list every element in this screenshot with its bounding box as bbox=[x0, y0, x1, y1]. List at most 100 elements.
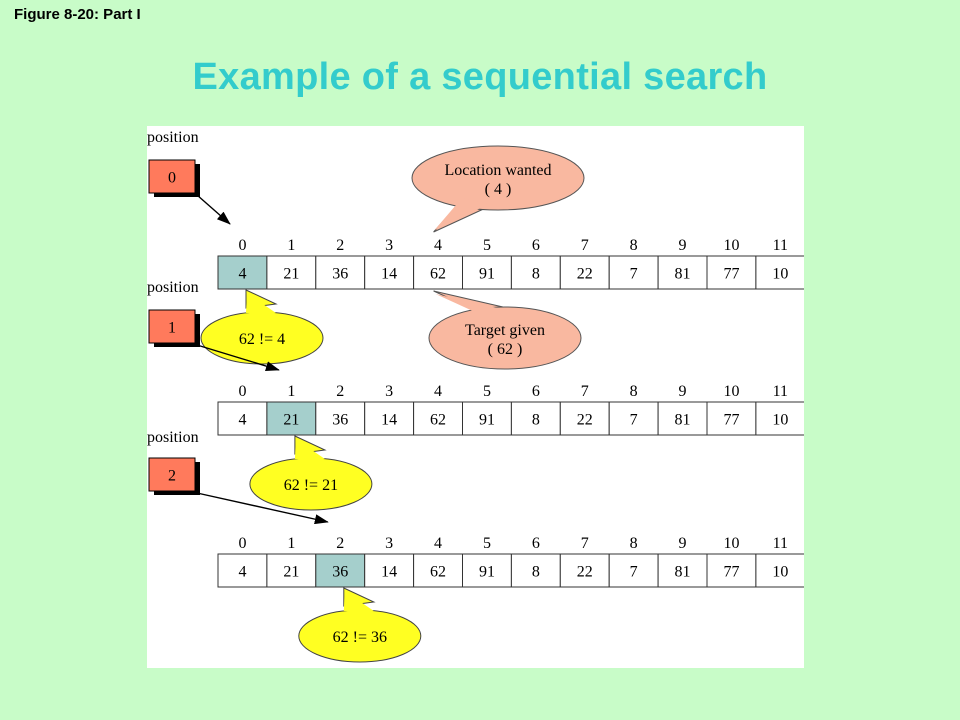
array-cell-current bbox=[315, 553, 366, 588]
array-value: 36 bbox=[332, 266, 348, 283]
comparison-text: 62 != 4 bbox=[239, 331, 285, 348]
array-value: 22 bbox=[577, 266, 593, 283]
array-cell bbox=[413, 401, 464, 436]
index-label: 9 bbox=[679, 237, 687, 254]
array-cell-current bbox=[266, 401, 317, 436]
location-wanted-label: Location wanted bbox=[444, 162, 551, 179]
position-label: position bbox=[147, 429, 199, 446]
target-given-value: ( 62 ) bbox=[488, 341, 523, 358]
position-value: 2 bbox=[168, 468, 176, 485]
array-value: 4 bbox=[238, 564, 246, 581]
comparison-bubble-tail-fill bbox=[294, 439, 325, 459]
array-cell bbox=[559, 553, 610, 588]
comparison-bubble-tail-fill bbox=[343, 591, 374, 611]
array-cell bbox=[559, 401, 610, 436]
array-value: 7 bbox=[630, 266, 638, 283]
array-value: 36 bbox=[332, 412, 348, 429]
array-cell bbox=[657, 255, 708, 290]
array-cell bbox=[462, 553, 512, 588]
position-value: 0 bbox=[168, 170, 176, 187]
array-value: 77 bbox=[723, 412, 739, 429]
index-label: 11 bbox=[773, 383, 788, 400]
array-value: 36 bbox=[332, 564, 348, 581]
array-cell bbox=[510, 401, 561, 436]
index-label: 10 bbox=[723, 237, 739, 254]
array-value: 7 bbox=[630, 412, 638, 429]
index-label: 11 bbox=[773, 535, 788, 552]
comparison-bubble-tail-fill bbox=[246, 293, 276, 313]
pointer-arrow bbox=[196, 194, 231, 225]
index-label: 3 bbox=[385, 237, 393, 254]
array-value: 22 bbox=[577, 564, 593, 581]
array-cell bbox=[217, 553, 268, 588]
array-value: 21 bbox=[283, 266, 299, 283]
position-label: position bbox=[147, 129, 199, 146]
index-label: 7 bbox=[581, 383, 589, 400]
index-label: 1 bbox=[287, 383, 295, 400]
array-cell bbox=[755, 255, 804, 290]
array-value: 8 bbox=[532, 266, 540, 283]
location-bubble bbox=[411, 145, 585, 211]
array-value: 8 bbox=[532, 412, 540, 429]
array-value: 14 bbox=[381, 266, 397, 283]
index-label: 5 bbox=[483, 237, 491, 254]
array-value: 21 bbox=[283, 564, 299, 581]
array-cell bbox=[706, 255, 757, 290]
index-label: 2 bbox=[336, 535, 344, 552]
array-value: 91 bbox=[479, 564, 495, 581]
index-label: 7 bbox=[581, 535, 589, 552]
index-label: 4 bbox=[434, 237, 442, 254]
array-value: 21 bbox=[283, 412, 299, 429]
position-value: 1 bbox=[168, 320, 176, 337]
index-label: 6 bbox=[532, 535, 540, 552]
position-box bbox=[148, 309, 196, 344]
array-value: 10 bbox=[772, 266, 788, 283]
array-value: 14 bbox=[381, 412, 397, 429]
array-cell bbox=[755, 401, 804, 436]
array-cell bbox=[315, 401, 366, 436]
array-value: 81 bbox=[675, 412, 691, 429]
array-cell bbox=[364, 553, 415, 588]
index-label: 6 bbox=[532, 383, 540, 400]
location-wanted-value: ( 4 ) bbox=[485, 181, 512, 198]
array-cell bbox=[559, 255, 610, 290]
comparison-text: 62 != 21 bbox=[284, 477, 338, 494]
array-cell bbox=[706, 401, 757, 436]
index-label: 4 bbox=[434, 383, 442, 400]
index-label: 2 bbox=[336, 383, 344, 400]
index-label: 10 bbox=[723, 383, 739, 400]
array-cell bbox=[608, 255, 659, 290]
index-label: 5 bbox=[483, 383, 491, 400]
position-box bbox=[148, 457, 196, 492]
index-label: 0 bbox=[238, 237, 246, 254]
index-label: 8 bbox=[630, 535, 638, 552]
array-value: 62 bbox=[430, 412, 446, 429]
index-label: 9 bbox=[679, 383, 687, 400]
array-value: 22 bbox=[577, 412, 593, 429]
array-cell-current bbox=[217, 255, 268, 290]
array-cell bbox=[608, 401, 659, 436]
array-value: 8 bbox=[532, 564, 540, 581]
index-label: 3 bbox=[385, 383, 393, 400]
index-label: 8 bbox=[630, 237, 638, 254]
index-label: 10 bbox=[723, 535, 739, 552]
array-value: 81 bbox=[675, 266, 691, 283]
array-value: 77 bbox=[723, 266, 739, 283]
index-label: 2 bbox=[336, 237, 344, 254]
page-title: Example of a sequential search bbox=[192, 56, 768, 98]
index-label: 8 bbox=[630, 383, 638, 400]
array-value: 81 bbox=[675, 564, 691, 581]
index-label: 4 bbox=[434, 535, 442, 552]
array-cell bbox=[217, 401, 268, 436]
target-bubble-tail-fill bbox=[435, 294, 502, 312]
index-label: 3 bbox=[385, 535, 393, 552]
index-label: 11 bbox=[773, 237, 788, 254]
position-box bbox=[148, 159, 196, 194]
position-label: position bbox=[147, 279, 199, 296]
array-cell bbox=[510, 255, 561, 290]
array-cell bbox=[266, 255, 317, 290]
index-label: 6 bbox=[532, 237, 540, 254]
array-value: 14 bbox=[381, 564, 397, 581]
